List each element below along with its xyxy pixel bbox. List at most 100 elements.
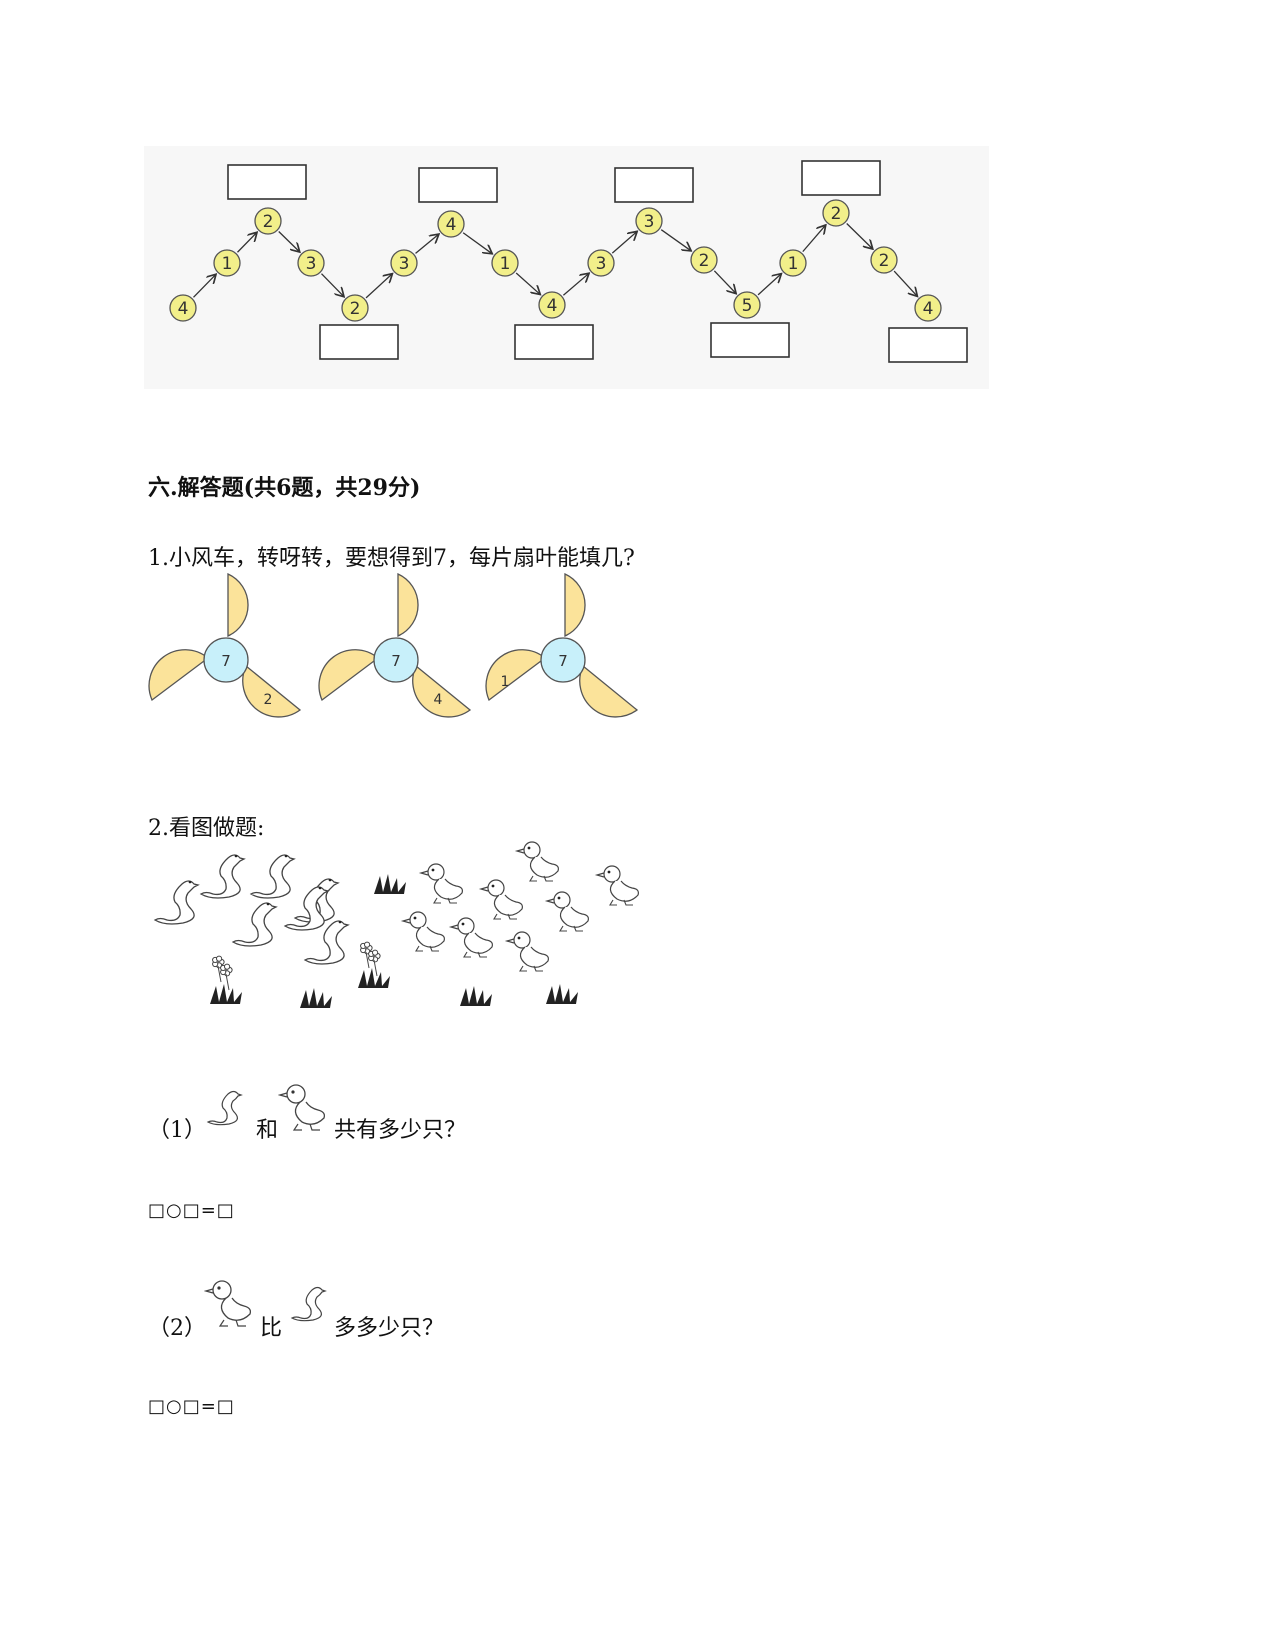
goose-icon bbox=[206, 1090, 243, 1126]
windmill-hub bbox=[373, 637, 419, 683]
chain-node: 4 bbox=[914, 294, 942, 322]
answer-box[interactable] bbox=[710, 322, 790, 358]
chain-arrow bbox=[462, 232, 491, 253]
chain-node: 5 bbox=[733, 291, 761, 319]
hub-number: 7 bbox=[391, 652, 401, 670]
sub1-mid: 和 bbox=[256, 1118, 279, 1143]
blade-number: 2 bbox=[264, 692, 273, 708]
answer-box[interactable] bbox=[801, 160, 881, 196]
duck-icon bbox=[204, 1280, 252, 1327]
sub2-suffix: 多多少只？ bbox=[334, 1316, 445, 1341]
chain-number: 3 bbox=[644, 212, 655, 232]
chain-node: 1 bbox=[491, 249, 519, 277]
blade-left bbox=[485, 649, 547, 702]
chain-node: 2 bbox=[341, 294, 369, 322]
goose-icon bbox=[249, 854, 296, 899]
chain-node: 1 bbox=[779, 249, 807, 277]
chain-number: 2 bbox=[263, 212, 274, 232]
chain-node: 3 bbox=[587, 249, 615, 277]
goose-icon bbox=[153, 880, 200, 925]
chain-node: 2 bbox=[870, 246, 898, 274]
blade-top bbox=[397, 572, 419, 638]
answer-box[interactable] bbox=[888, 327, 968, 363]
duck-icon bbox=[504, 931, 549, 972]
windmill-hub bbox=[540, 637, 586, 683]
sub-question-2: （2） bbox=[148, 1310, 206, 1342]
chain-node: 2 bbox=[254, 207, 282, 235]
chain-arrow bbox=[193, 275, 215, 298]
question-2-text: 2.看图做题: bbox=[148, 816, 265, 841]
grass-icon bbox=[300, 988, 332, 1008]
grass-icon bbox=[210, 984, 242, 1004]
sub-question-1: （1） bbox=[148, 1112, 206, 1144]
answer-box[interactable] bbox=[319, 324, 399, 360]
windmill: 71 bbox=[485, 572, 639, 718]
chain-node: 1 bbox=[213, 249, 241, 277]
sub2-answer-template: □○□=□ bbox=[148, 1396, 235, 1417]
flower-icon bbox=[360, 941, 381, 977]
chain-arrows bbox=[193, 223, 916, 299]
hub-number: 7 bbox=[558, 652, 568, 670]
sub2-prefix: （2） bbox=[148, 1316, 206, 1341]
goose-icon bbox=[199, 854, 246, 899]
grass-icon bbox=[374, 874, 406, 894]
windmill: 74 bbox=[318, 572, 472, 718]
chain-node: 4 bbox=[437, 210, 465, 238]
goose-icon bbox=[303, 920, 350, 965]
windmill: 72 bbox=[148, 572, 302, 718]
answer-box[interactable] bbox=[514, 324, 594, 360]
blade-right bbox=[412, 664, 472, 718]
sub1-suffix: 共有多少只？ bbox=[334, 1118, 467, 1143]
chain-arrow bbox=[562, 274, 588, 296]
chain-arrow bbox=[611, 232, 636, 254]
duck-icon bbox=[478, 879, 523, 920]
hub-number: 7 bbox=[221, 652, 231, 670]
chain-arrow bbox=[515, 272, 539, 294]
chain-number: 3 bbox=[306, 254, 317, 274]
chain-node: 4 bbox=[169, 294, 197, 322]
answer-box[interactable] bbox=[227, 164, 307, 200]
blade-left bbox=[148, 649, 210, 702]
chain-number: 1 bbox=[222, 254, 233, 274]
chain-node: 2 bbox=[822, 199, 850, 227]
chain-number: 2 bbox=[699, 251, 710, 271]
duck-icon bbox=[278, 1084, 326, 1131]
duck-icon bbox=[418, 863, 463, 904]
grass-icon bbox=[358, 968, 390, 988]
duck-icon bbox=[544, 891, 589, 932]
blade-number: 1 bbox=[501, 674, 510, 690]
duck-icon bbox=[594, 865, 639, 906]
windmill-hub bbox=[203, 637, 249, 683]
sub1-answer-template: □○□=□ bbox=[148, 1200, 235, 1221]
answer-box[interactable] bbox=[614, 167, 694, 203]
chain-node: 2 bbox=[690, 246, 718, 274]
duck-icon bbox=[400, 911, 445, 952]
chain-number: 4 bbox=[923, 299, 934, 319]
chain-node: 4 bbox=[538, 291, 566, 319]
answer-box[interactable] bbox=[418, 167, 498, 203]
chain-arrow bbox=[713, 270, 735, 293]
chain-number: 1 bbox=[500, 254, 511, 274]
flower-icon bbox=[212, 955, 233, 991]
blade-top bbox=[227, 572, 249, 638]
geese-ducks-picture bbox=[153, 841, 639, 1008]
chain-arrow bbox=[365, 274, 391, 299]
chain-number: 3 bbox=[399, 254, 410, 274]
chain-number: 2 bbox=[350, 299, 361, 319]
answer-boxes bbox=[227, 160, 968, 363]
chain-node: 3 bbox=[390, 249, 418, 277]
question-1-text: 1.小风车，转呀转，要想得到7，每片扇叶能填几? bbox=[148, 546, 635, 571]
sub1-prefix: （1） bbox=[148, 1118, 206, 1143]
chain-number: 4 bbox=[178, 299, 189, 319]
duck-icon bbox=[448, 917, 493, 958]
duck-icon bbox=[514, 841, 559, 882]
chain-number: 4 bbox=[547, 296, 558, 316]
goose-icon bbox=[231, 902, 278, 947]
blade-right bbox=[579, 664, 639, 718]
chain-number: 4 bbox=[446, 215, 457, 235]
chain-arrow bbox=[415, 235, 438, 254]
chain-arrow bbox=[321, 273, 343, 296]
